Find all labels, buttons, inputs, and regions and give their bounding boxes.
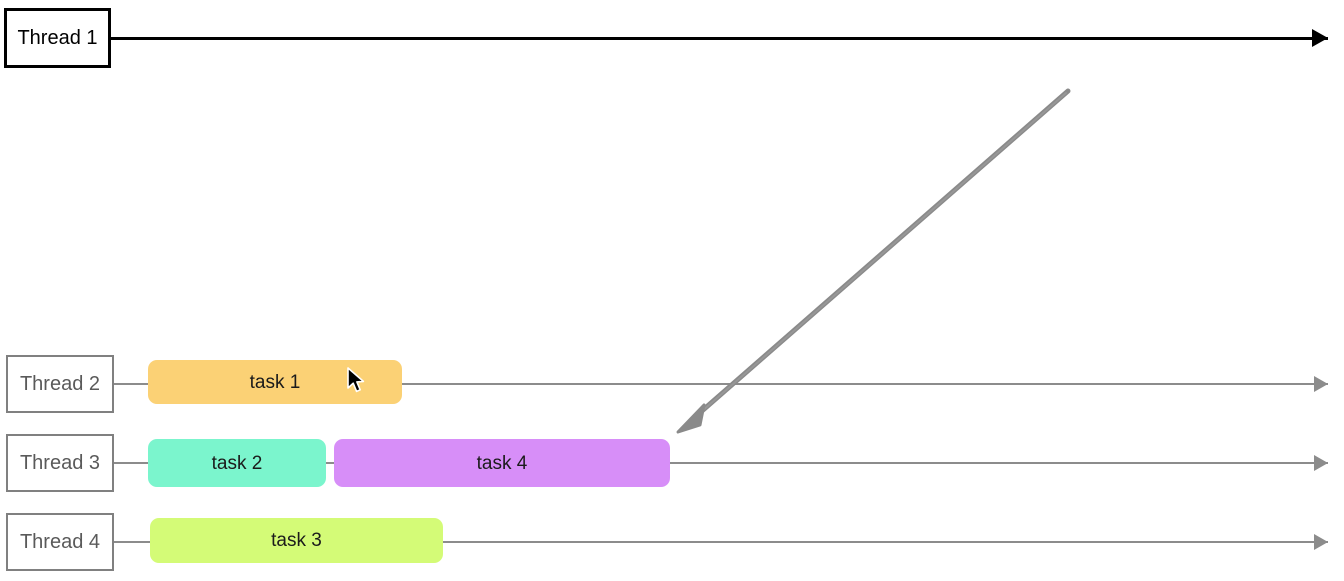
timeline-axis-thread-3 bbox=[114, 455, 1328, 471]
task-bar-task-3[interactable]: task 3 bbox=[150, 518, 443, 563]
task-bar-label: task 1 bbox=[249, 371, 301, 393]
thread-label-text: Thread 3 bbox=[19, 452, 101, 474]
timeline-axis-thread-1 bbox=[111, 29, 1328, 47]
timeline-axis-thread-4 bbox=[114, 534, 1328, 550]
thread-label-box-thread-3[interactable]: Thread 3 bbox=[6, 434, 114, 492]
thread-label-box-thread-4[interactable]: Thread 4 bbox=[6, 513, 114, 571]
task-bar-label: task 3 bbox=[271, 530, 322, 551]
task-bar-task-1[interactable]: task 1 bbox=[148, 360, 402, 404]
thread-label-text: Thread 4 bbox=[19, 531, 101, 553]
arrowhead-icon bbox=[1314, 376, 1328, 392]
annotation-arrow-shaft bbox=[692, 88, 1071, 420]
thread-label-text: Thread 2 bbox=[19, 373, 101, 395]
task-bar-task-2[interactable]: task 2 bbox=[148, 439, 326, 487]
axis-line bbox=[114, 541, 1328, 543]
task-bar-task-4[interactable]: task 4 bbox=[334, 439, 670, 487]
arrowhead-icon bbox=[1312, 29, 1328, 47]
thread-label-text: Thread 1 bbox=[17, 27, 98, 49]
task-bar-label: task 2 bbox=[211, 452, 263, 474]
task-bar-label: task 4 bbox=[476, 452, 528, 474]
axis-line bbox=[111, 36, 1328, 40]
annotation-arrowhead-icon bbox=[676, 403, 706, 434]
arrowhead-icon bbox=[1314, 534, 1328, 550]
arrowhead-icon bbox=[1314, 455, 1328, 471]
axis-line bbox=[114, 462, 1328, 464]
thread-label-box-thread-2[interactable]: Thread 2 bbox=[6, 355, 114, 413]
thread-label-box-thread-1[interactable]: Thread 1 bbox=[4, 8, 111, 68]
